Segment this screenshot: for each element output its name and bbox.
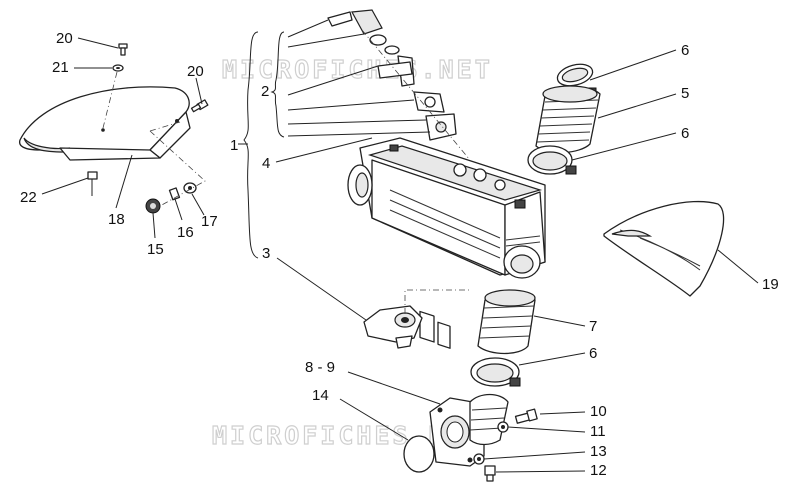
brace-2: [270, 31, 285, 138]
o-ring-14: [403, 435, 435, 473]
washer-11: [497, 421, 509, 433]
sensor-linkage-2: [327, 9, 471, 161]
callout-15: 15: [147, 241, 164, 258]
callout-leaders: [41, 37, 759, 473]
callout-6-top: 6: [681, 42, 689, 59]
clamp-6-bottom: [470, 357, 521, 387]
screw-22: [87, 171, 98, 196]
bolt-10: [514, 408, 538, 424]
callout-4: 4: [262, 155, 270, 172]
callout-21: 21: [52, 59, 69, 76]
callout-14: 14: [312, 387, 329, 404]
throttle-sensor-3: [363, 305, 423, 349]
axis-line-20-cover: [102, 71, 118, 129]
leaders-2: [287, 19, 431, 137]
callout-16: 16: [177, 224, 194, 241]
hose-5: [535, 85, 601, 154]
callout-labels: 20 21 20 22 18 15 16 17 2 1 4 3 6 5 6 19…: [20, 30, 779, 479]
hose-7: [477, 289, 536, 355]
callout-22: 22: [20, 189, 37, 206]
callout-1: 1: [230, 137, 238, 154]
grommet-17: [183, 182, 197, 194]
callout-18: 18: [108, 211, 125, 228]
callout-6-bottom: 6: [589, 345, 597, 362]
washer-21: [112, 64, 124, 72]
air-box-cover-18: [18, 86, 191, 161]
callout-3: 3: [262, 245, 270, 262]
intake-cover-19: [603, 200, 725, 297]
clamp-6-middle: [527, 145, 577, 175]
callout-10: 10: [590, 403, 607, 420]
callout-7: 7: [589, 318, 597, 335]
callout-19: 19: [762, 276, 779, 293]
callout-5: 5: [681, 85, 689, 102]
bolt-12: [484, 465, 496, 482]
callout-11: 11: [590, 423, 606, 440]
callout-20-top: 20: [56, 30, 73, 47]
intake-manifold-8-9: [429, 393, 509, 467]
axis-line-sensor: [404, 289, 470, 314]
screw-20-right: [190, 99, 209, 113]
callout-12: 12: [590, 462, 607, 479]
brace-1: [243, 31, 259, 259]
throttle-body-4: [347, 137, 546, 349]
callout-20-right: 20: [187, 63, 204, 80]
callout-2: 2: [261, 83, 269, 100]
axis-line-grommets: [149, 130, 206, 207]
callout-17: 17: [201, 213, 218, 230]
callout-8-9: 8 - 9: [305, 359, 335, 376]
watermark-top: MICROFICHES.NET: [222, 55, 493, 84]
screw-20-top: [118, 43, 128, 56]
nut-15: [145, 198, 161, 214]
callout-13: 13: [590, 443, 607, 460]
washer-13: [473, 453, 485, 465]
callout-6-middle: 6: [681, 125, 689, 142]
axis-line-cover-hole: [149, 121, 181, 132]
